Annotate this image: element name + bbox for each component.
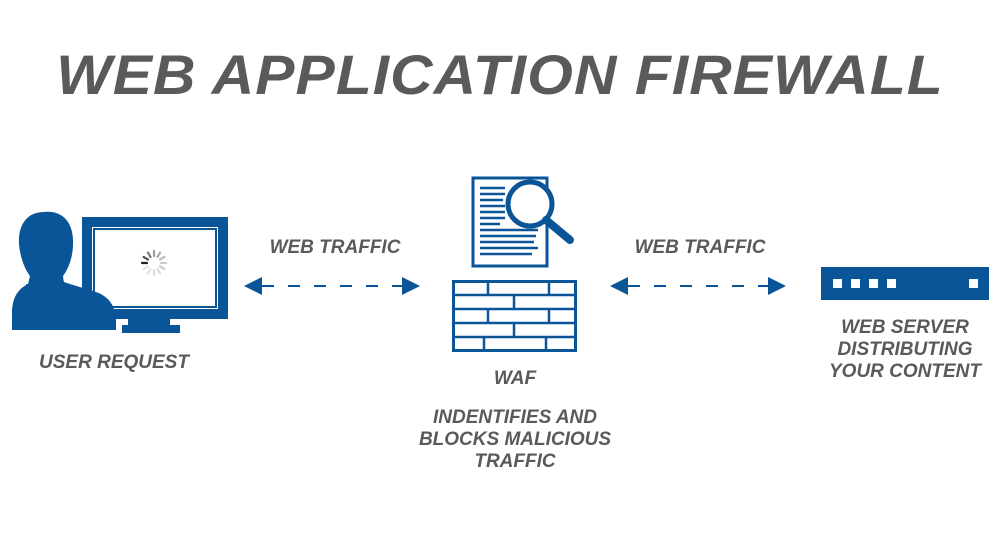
web-traffic-label-1: WEB TRAFFIC (269, 237, 401, 258)
server-led (869, 279, 878, 288)
waf-description-line-2: BLOCKS MALICIOUS (418, 429, 612, 450)
monitor-neck (128, 318, 170, 327)
server-label-line-3: YOUR CONTENT (829, 361, 981, 382)
arrow-right-head (768, 277, 786, 295)
monitor-screen-outer (92, 227, 218, 309)
server-led (969, 279, 978, 288)
arrow-left-head (610, 277, 628, 295)
monitor-stand (122, 325, 180, 333)
bidirectional-arrow-2 (610, 277, 786, 295)
waf-label: WAF (493, 368, 537, 389)
arrow-right-head (402, 277, 420, 295)
server-led (851, 279, 860, 288)
loading-spinner-icon (140, 249, 168, 277)
server-led (887, 279, 896, 288)
user-computer-icon (12, 211, 228, 333)
waf-description-line-1: INDENTIFIES AND (433, 407, 597, 428)
server-rack-icon (821, 267, 989, 300)
firewall-brick-icon (452, 280, 577, 352)
waf-description-line-3: TRAFFIC (474, 451, 556, 472)
magnifier-handle (542, 216, 574, 244)
bidirectional-arrow-1 (244, 277, 420, 295)
server-led (833, 279, 842, 288)
server-label-line-1: WEB SERVER (841, 317, 969, 338)
monitor-screen (93, 228, 217, 308)
web-traffic-label-2: WEB TRAFFIC (634, 237, 766, 258)
user-request-label: USER REQUEST (39, 352, 189, 373)
arrow-left-head (244, 277, 262, 295)
magnifier-lens (505, 179, 555, 229)
server-label-line-2: DISTRIBUTING (837, 339, 973, 360)
diagram-title: WEB APPLICATION FIREWALL (56, 43, 944, 106)
document-search-icon (471, 176, 574, 268)
